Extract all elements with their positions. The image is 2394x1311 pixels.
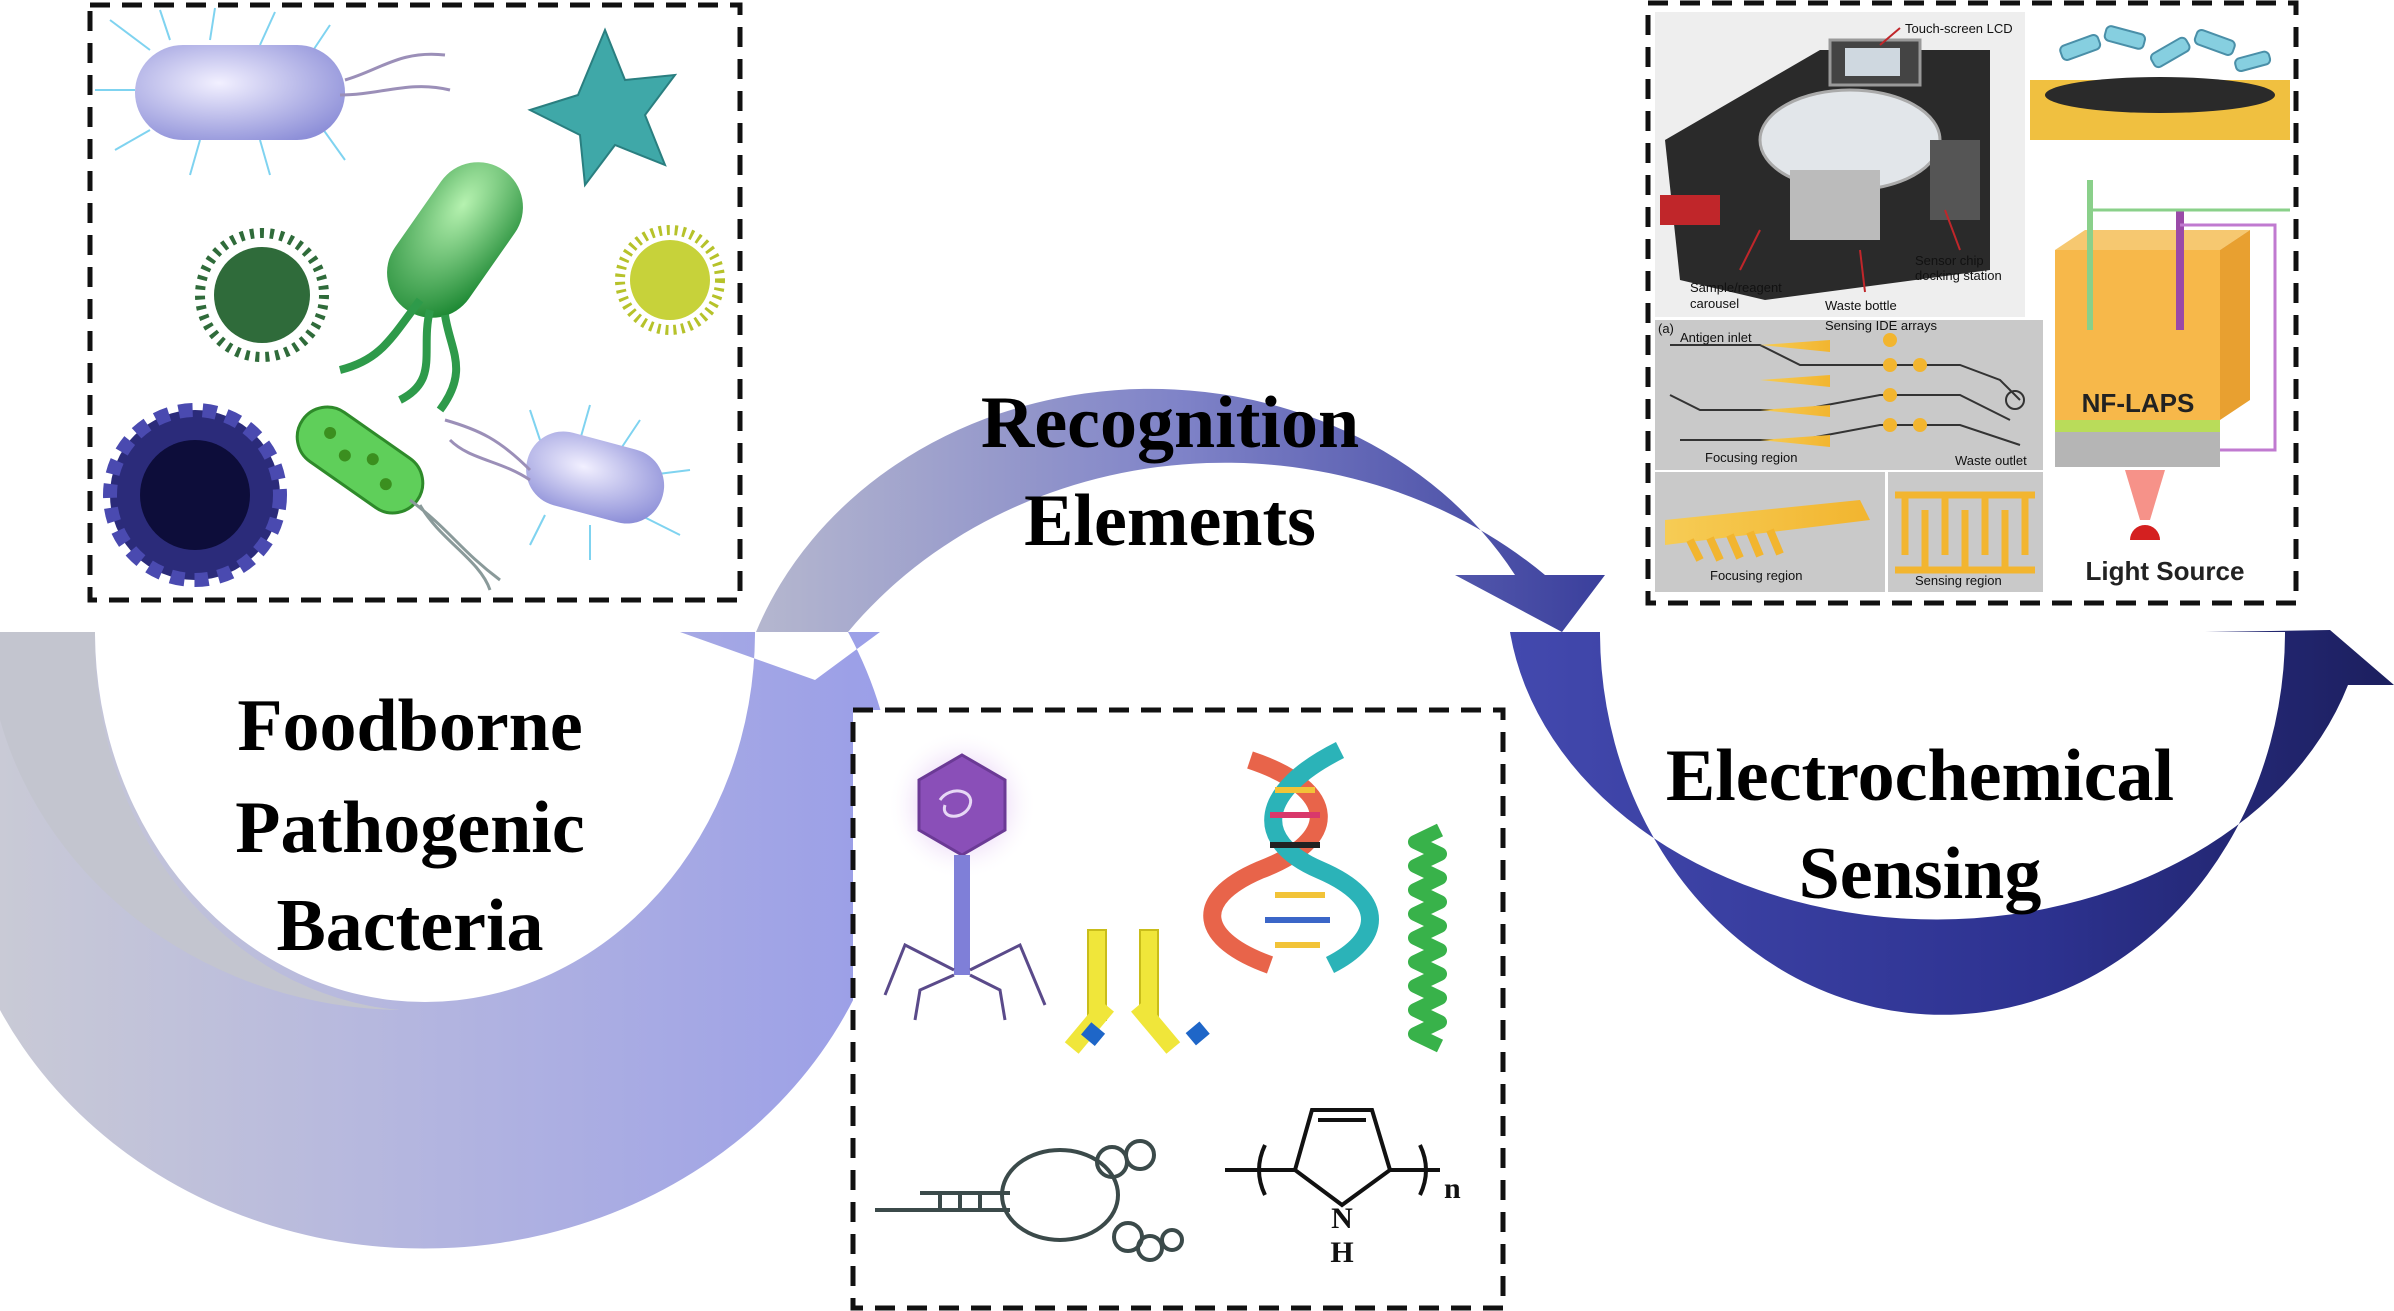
waste-outlet-label: Waste outlet bbox=[1955, 453, 2027, 468]
green-capsule-bacterium-icon bbox=[338, 162, 523, 413]
recognition-panel: N H n bbox=[850, 707, 1506, 1311]
antigen-inlet-label: Antigen inlet bbox=[1680, 330, 1752, 345]
dock-label-2: docking station bbox=[1915, 268, 2002, 283]
pyrrole-h-label: H bbox=[1330, 1236, 1353, 1269]
antibody-icon bbox=[1064, 929, 1210, 1054]
arrow-sensing-forward bbox=[1510, 630, 2394, 1015]
stage-recognition-line-1: Recognition bbox=[981, 382, 1359, 464]
pyrrole-n-label: N bbox=[1331, 1202, 1353, 1235]
arrow-bacteria-to-recognition bbox=[0, 632, 897, 1249]
spotted-green-bacterium-icon bbox=[295, 405, 501, 591]
stage-bacteria-line-1: Foodborne bbox=[237, 685, 582, 767]
carousel-label-1: Sample/reagent bbox=[1690, 280, 1782, 295]
light-source-label: Light Source bbox=[2086, 556, 2245, 586]
spiky-yellow-virus-icon bbox=[615, 225, 725, 335]
sensing-panel: Touch-screen LCD Sample/reagent carousel… bbox=[1645, 0, 2299, 606]
laps-label: NF-LAPS bbox=[2082, 388, 2195, 418]
waste-bottle-label: Waste bottle bbox=[1825, 298, 1897, 313]
ide-arrays-label: Sensing IDE arrays bbox=[1825, 318, 1937, 333]
stage-sensing-line-2: Sensing bbox=[1799, 833, 2042, 915]
focusing-region-zoom: Focusing region bbox=[1655, 472, 1885, 592]
blue-ring-pathogen-icon bbox=[103, 403, 287, 587]
rod-bacterium-icon bbox=[95, 7, 451, 176]
stage-sensing-label: Electrochemical Sensing bbox=[1666, 735, 2174, 915]
dock-label-1: Sensor chip bbox=[1915, 253, 1984, 268]
sensing-region-label: Sensing region bbox=[1915, 573, 2002, 588]
touch-screen-label: Touch-screen LCD bbox=[1905, 21, 2013, 36]
stage-bacteria-line-2: Pathogenic bbox=[235, 787, 584, 869]
dna-helix-icon bbox=[1203, 741, 1379, 974]
carousel-label-2: carousel bbox=[1690, 296, 1739, 311]
focusing-region-zoom-label: Focusing region bbox=[1710, 568, 1803, 583]
star-pathogen-icon bbox=[527, 27, 678, 188]
polypyrrole-structure-icon bbox=[1225, 1108, 1440, 1208]
spiky-green-virus-icon bbox=[195, 228, 329, 362]
stage-recognition-label: Recognition Elements bbox=[981, 382, 1359, 562]
stage-recognition-line-2: Elements bbox=[1024, 480, 1316, 562]
bacteriophage-icon bbox=[883, 730, 1047, 1021]
stage-bacteria-label: Foodborne Pathogenic Bacteria bbox=[235, 685, 584, 967]
arrow-recognition-to-sensing bbox=[756, 388, 1605, 632]
bacteria-panel bbox=[87, 2, 743, 603]
rod-bacterium-2-icon bbox=[444, 404, 691, 560]
polymer-n-subscript: n bbox=[1444, 1172, 1461, 1205]
focusing-region-label: Focusing region bbox=[1705, 450, 1798, 465]
stage-sensing-line-1: Electrochemical bbox=[1666, 735, 2174, 817]
sensing-region-zoom: Sensing region bbox=[1888, 472, 2043, 592]
chip-panel-letter: (a) bbox=[1658, 321, 1674, 336]
sensor-device-photo: Touch-screen LCD Sample/reagent carousel… bbox=[1655, 12, 2025, 317]
probe-electrode-icon bbox=[2030, 25, 2290, 140]
stage-bacteria-line-3: Bacteria bbox=[276, 885, 543, 967]
microfluidic-chip-diagram: (a) Antigen inlet Sensing IDE arrays Foc… bbox=[1655, 318, 2043, 470]
aptamer-loop-icon bbox=[875, 1139, 1184, 1262]
laps-sensor-icon: NF-LAPS Light Source bbox=[2055, 180, 2290, 586]
peptide-spring-icon bbox=[1408, 823, 1447, 1053]
